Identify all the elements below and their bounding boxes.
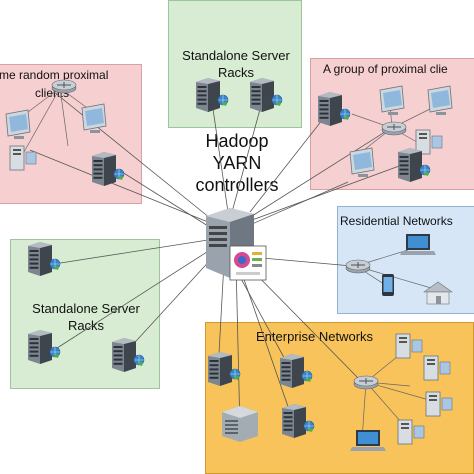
server-icon [196,78,229,112]
link-right-3 [251,161,411,221]
link-left-2 [29,149,209,223]
link-ent-3 [237,261,295,425]
zone-label-residential: Residential Networks [340,214,453,228]
storage-icon [222,406,258,442]
link-right-1 [249,109,331,213]
server-icon [92,152,125,186]
control-panel-icon [229,245,267,281]
zone-label-left-clients: me random proximal clients [0,68,109,100]
link-right-4 [251,181,349,225]
link-top-2 [231,101,263,213]
server-icon [398,148,431,182]
link-residential [261,257,353,267]
zone-label-bottom-standalone: Standalone Server Racks [32,301,140,333]
server-icon [112,338,145,372]
server-icon [28,330,61,364]
pc-icon [425,391,453,417]
monitor-icon [81,103,107,133]
zone-left-clients: me random proximal clients [0,64,142,204]
pc-icon [395,333,423,359]
link-bl-1 [53,239,209,265]
server-icon [280,354,313,388]
monitor-icon [427,85,453,115]
zone-label-top-standalone: Standalone Server Racks [182,48,290,80]
link-ent-5 [235,261,241,431]
zone-top-standalone: Standalone Server Racks [168,0,302,128]
pc-icon [9,145,37,171]
router-icon [381,121,407,136]
link-left-1 [53,91,211,219]
pc-icon [415,129,443,155]
monitor-icon [349,147,375,177]
zone-label-right-clients: A group of proximal clie [323,62,448,76]
laptop-icon [350,430,386,451]
link-bl-3 [125,255,215,353]
router-icon [345,259,371,274]
server-icon [28,242,61,276]
pc-icon [397,419,425,445]
link-left-3 [121,171,209,227]
zone-label-enterprise: Enterprise Networks [256,329,374,344]
server-icon [208,352,241,386]
link-bl-2 [53,249,211,351]
central-server-icon [206,208,267,281]
link-right-2 [251,129,389,217]
server-icon [282,404,315,438]
house-icon [423,281,453,305]
link-top-1 [211,101,229,213]
laptop-icon [400,234,436,255]
server-icon [318,92,351,126]
monitor-icon [5,109,31,139]
router-icon [353,375,379,390]
pc-icon [423,355,451,381]
router-icon [51,79,77,94]
monitor-icon [379,85,405,115]
server-icon [250,78,283,112]
link-ent-4 [243,261,363,383]
phone-icon [382,274,394,296]
